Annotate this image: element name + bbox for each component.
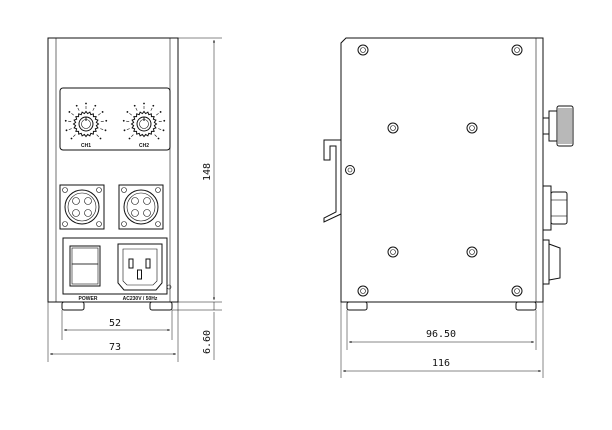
connector-left [59, 184, 105, 230]
side-view: 96.50 116 [323, 37, 574, 378]
side-screw [345, 165, 355, 175]
dimension-label-52: 52 [109, 318, 121, 329]
din-clip [323, 139, 342, 223]
knob-ch2 [122, 102, 166, 140]
screw-top-right [511, 44, 523, 56]
dimension-label-96-50: 96.50 [426, 329, 456, 340]
ac-inlet [117, 243, 163, 291]
side-foot-left [346, 301, 368, 311]
front-housing [47, 37, 179, 303]
dimension-front-total-width: 73 [47, 302, 179, 362]
dimension-front-inner-width: 52 [61, 310, 173, 340]
dimension-label-73: 73 [109, 342, 121, 353]
dimension-side-inner-width: 96.50 [346, 310, 537, 350]
dimension-label-6-60: 6.60 [202, 330, 213, 354]
front-view: CH1 CH2 [47, 37, 222, 362]
indicator-led [166, 284, 172, 290]
dimension-front-height: 148 [178, 37, 222, 303]
knob-label-ch2: CH2 [139, 143, 149, 149]
front-foot-left [61, 301, 85, 311]
connector-profile [542, 185, 568, 231]
power-label: POWER [79, 296, 98, 302]
dimension-foot-height: 6.60 [172, 302, 222, 360]
knob-label-ch1: CH1 [81, 143, 91, 149]
ac-label: AC230V / 50Hz [123, 296, 158, 302]
knob-panel [59, 87, 171, 151]
mount-screw-4 [466, 246, 478, 258]
dimension-side-total-width: 116 [340, 302, 544, 378]
switch-profile [542, 239, 561, 285]
mount-screw-3 [387, 246, 399, 258]
side-foot-right [515, 301, 537, 311]
dimension-label-116: 116 [432, 358, 450, 369]
mount-screw-2 [466, 122, 478, 134]
connector-right [118, 184, 164, 230]
screw-bottom-right [511, 285, 523, 297]
screw-bottom-left [357, 285, 369, 297]
screw-top-left [357, 44, 369, 56]
mount-screw-1 [387, 122, 399, 134]
power-switch [69, 245, 101, 287]
knob-ch1 [64, 102, 108, 140]
side-housing [340, 37, 544, 303]
power-panel [62, 237, 168, 295]
knob-profile [542, 105, 574, 147]
front-foot-right [149, 301, 173, 311]
dimension-label-148: 148 [202, 163, 213, 181]
